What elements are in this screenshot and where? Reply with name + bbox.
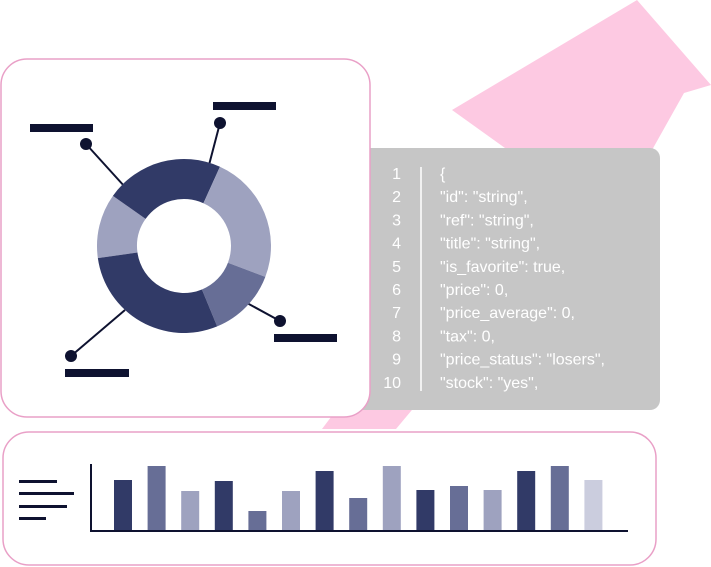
code-line-text: "price_average": 0, — [440, 305, 575, 322]
code-line-text: "stock": "yes", — [440, 375, 538, 392]
bar — [517, 471, 536, 530]
code-line-number: 1 — [392, 166, 401, 183]
bar — [450, 486, 468, 530]
bar — [382, 466, 401, 530]
hamburger-lines-icon — [19, 480, 74, 520]
bar — [584, 480, 603, 530]
bar — [114, 480, 132, 530]
donut-chart-card — [0, 58, 371, 418]
donut-segment — [112, 159, 220, 219]
donut-segment — [201, 262, 266, 327]
bar — [349, 498, 368, 530]
bar-chart-card — [2, 431, 657, 566]
code-line-text: { — [440, 166, 446, 183]
label-placeholder-bar — [65, 369, 129, 377]
bar — [214, 481, 233, 530]
code-panel: 1 {2 "id": "string", 3 "ref": "string", 4 "tit… — [336, 148, 660, 410]
code-line-number: 10 — [383, 375, 401, 392]
code-line-text: "is_favorite": true, — [440, 259, 565, 276]
code-line-number: 9 — [392, 352, 401, 369]
code-line-text: "ref": "string", — [440, 212, 534, 229]
code-line-number: 5 — [392, 259, 401, 276]
code-line-number: 4 — [392, 236, 401, 253]
label-placeholder-bar — [274, 334, 337, 342]
label-placeholder-bar — [30, 124, 93, 132]
code-line-text: "id": "string", — [440, 189, 528, 206]
code-line-number: 3 — [392, 212, 401, 229]
bar — [147, 466, 166, 530]
bar — [550, 466, 569, 530]
code-line-number: 6 — [392, 282, 401, 299]
bar — [315, 471, 334, 530]
bar — [282, 491, 300, 530]
code-line-number: 7 — [392, 305, 401, 322]
code-line-text: "price": 0, — [440, 282, 508, 299]
donut-segment — [97, 252, 218, 334]
code-line-number: 8 — [392, 328, 401, 345]
bar — [248, 511, 267, 530]
donut-segment — [203, 166, 271, 277]
code-line-text: "price_status": "losers", — [440, 352, 605, 369]
code-line-text: "title": "string", — [440, 236, 540, 253]
donut-segment — [97, 195, 146, 259]
bar — [181, 491, 200, 530]
bar — [483, 490, 502, 530]
label-placeholder-bar — [213, 102, 276, 110]
bar — [416, 490, 435, 530]
code-line-text: "tax": 0, — [440, 328, 495, 345]
code-line-number: 2 — [392, 189, 401, 206]
